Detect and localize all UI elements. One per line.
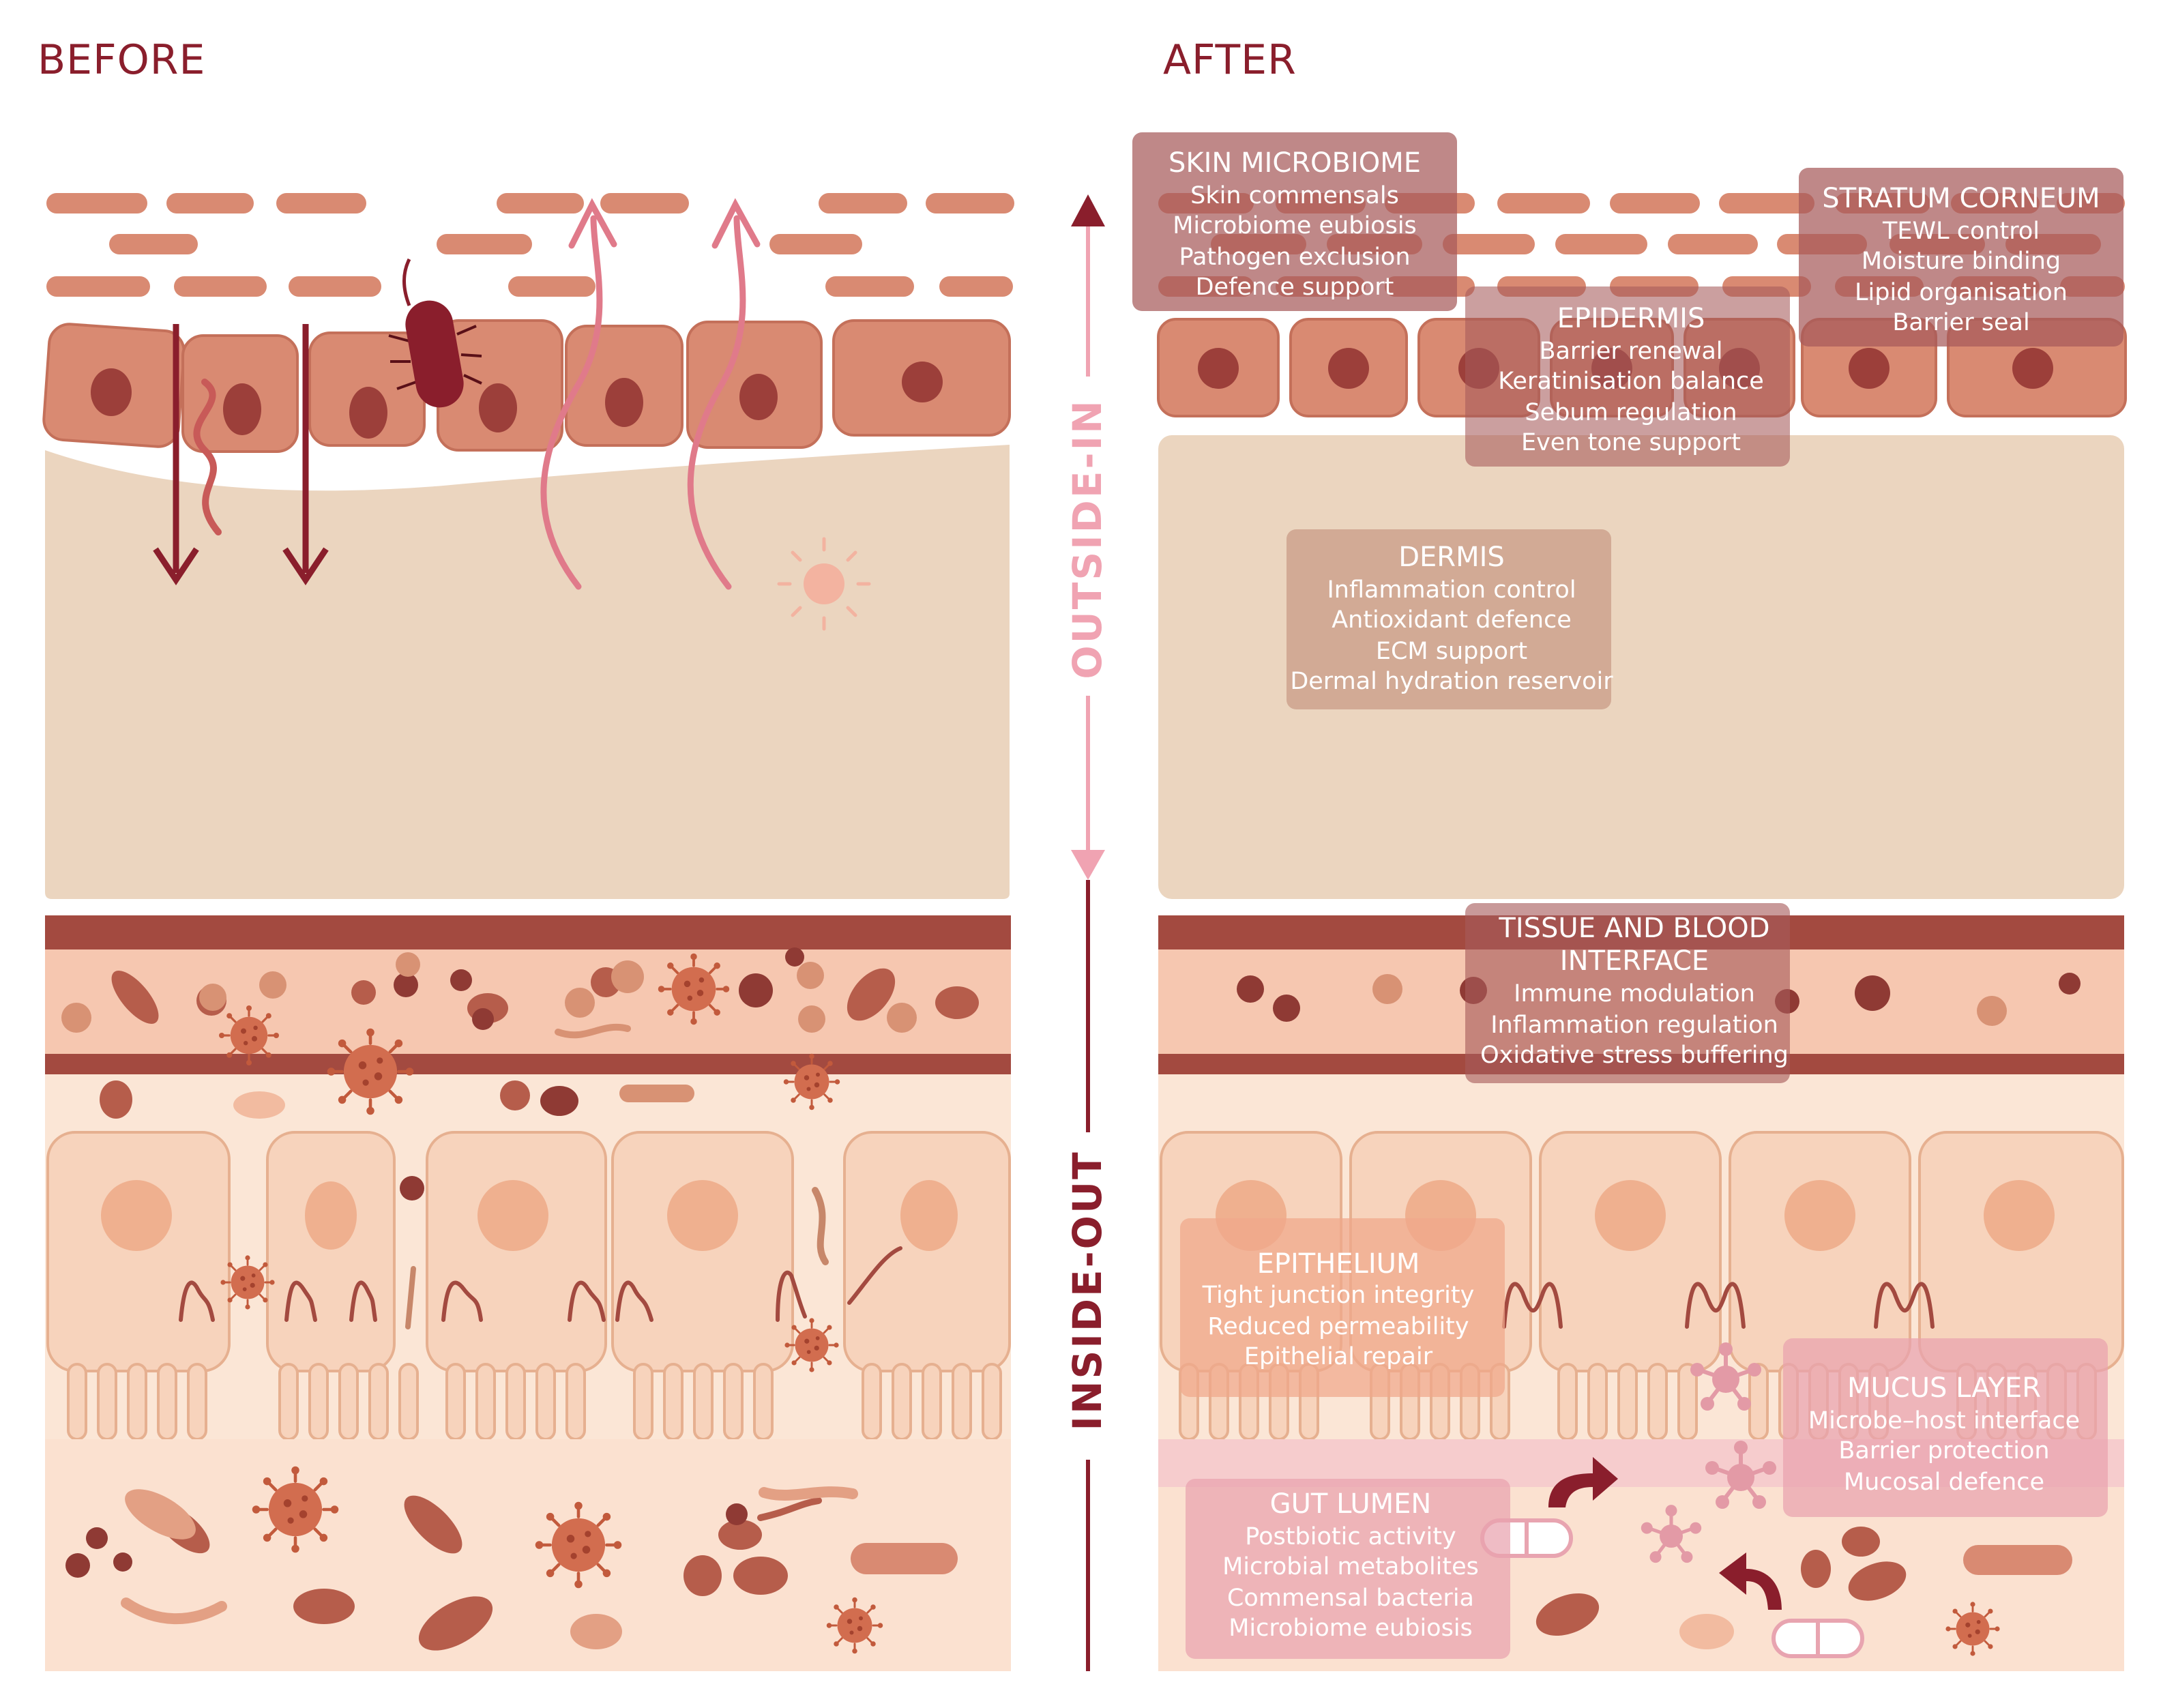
mucus-layer-item: Microbe–host interface — [1808, 1407, 2080, 1434]
before-epidermis — [42, 319, 1011, 453]
epidermis-title: EPIDERMIS — [1557, 303, 1705, 334]
dermis-item: Inflammation control — [1327, 576, 1576, 604]
epithelium-item: Epithelial repair — [1244, 1343, 1433, 1370]
epidermis-item: Keratinisation balance — [1498, 368, 1764, 395]
before-lumen-microbes — [65, 1486, 958, 1651]
before-nuclei — [101, 1180, 958, 1251]
translocating-bacterium — [400, 1176, 424, 1201]
inside-out-label: INSIDE-OUT — [1064, 1150, 1111, 1430]
center-axis: OUTSIDE-IN INSIDE-OUT — [1064, 194, 1111, 1671]
stratum-corneum-item: Barrier seal — [1892, 309, 2029, 336]
inward-damage-arrows — [153, 324, 329, 586]
before-stratum-corneum — [46, 193, 1014, 297]
label-gut-lumen: GUT LUMEN Postbiotic activity Microbial … — [1186, 1479, 1510, 1659]
gut-lumen-item: Microbial metabolites — [1222, 1553, 1479, 1580]
skin-microbiome-title: SKIN MICROBIOME — [1168, 147, 1421, 179]
dermis-item: ECM support — [1376, 638, 1527, 665]
label-epidermis: EPIDERMIS Barrier renewal Keratinisation… — [1465, 286, 1790, 467]
gut-lumen-title: GUT LUMEN — [1270, 1488, 1432, 1520]
epithelium-item: Tight junction integrity — [1202, 1282, 1475, 1309]
skin-microbiome-item: Microbiome eubiosis — [1173, 212, 1417, 239]
gap-debris — [405, 1266, 416, 1329]
label-epithelium: EPITHELIUM Tight junction integrity Redu… — [1180, 1218, 1505, 1397]
arrow-icon — [1548, 1457, 1782, 1610]
bacterium-icon — [388, 258, 482, 408]
mucus-layer-item: Mucosal defence — [1844, 1469, 2044, 1496]
label-skin-microbiome: SKIN MICROBIOME Skin commensals Microbio… — [1132, 132, 1457, 311]
sun-icon — [777, 537, 871, 631]
before-header: BEFORE — [38, 36, 205, 84]
stratum-corneum-item: Lipid organisation — [1855, 279, 2068, 306]
skin-microbiome-item: Pathogen exclusion — [1179, 244, 1410, 271]
gut-lumen-item: Postbiotic activity — [1245, 1523, 1456, 1550]
epidermis-item: Barrier renewal — [1539, 338, 1722, 365]
skin-microbiome-item: Defence support — [1196, 274, 1394, 301]
sealed-tight-junctions — [1502, 1282, 1935, 1329]
label-stratum-corneum: STRATUM CORNEUM TEWL control Moisture bi… — [1799, 168, 2123, 347]
gut-lumen-item: Microbiome eubiosis — [1229, 1615, 1473, 1642]
virus-icon — [1944, 1600, 2001, 1658]
outside-in-arrowhead — [1071, 194, 1105, 226]
dermis-title: DERMIS — [1398, 542, 1505, 573]
stratum-corneum-item: Moisture binding — [1862, 248, 2061, 275]
outside-in-arrowhead-down — [1071, 850, 1105, 880]
outside-in-label: OUTSIDE-IN — [1064, 398, 1111, 679]
tissue-blood-item: Immune modulation — [1514, 980, 1755, 1007]
tissue-blood-title-line1: TISSUE AND BLOOD — [1498, 913, 1769, 944]
epidermis-item: Even tone support — [1521, 429, 1741, 456]
after-header: AFTER — [1163, 36, 1297, 84]
label-dermis: DERMIS Inflammation control Antioxidant … — [1287, 529, 1613, 709]
mucus-layer-item: Barrier protection — [1838, 1437, 2049, 1464]
stratum-corneum-item: TEWL control — [1882, 218, 2040, 245]
after-lumen-microbes — [1535, 1527, 2072, 1649]
irritant-squiggle — [193, 379, 222, 535]
before-epithelium — [46, 1131, 1011, 1372]
dermis-item: Dermal hydration reservoir — [1290, 668, 1613, 695]
mucus-layer-title: MUCUS LAYER — [1847, 1372, 2041, 1404]
before-dermis — [45, 445, 1010, 899]
before-epithelial-debris — [100, 1080, 694, 1119]
label-mucus-layer: MUCUS LAYER Microbe–host interface Barri… — [1783, 1338, 2108, 1517]
gut-lumen-item: Commensal bacteria — [1227, 1585, 1474, 1612]
gap-debris-worm — [812, 1187, 829, 1265]
label-tissue-blood-interface: TISSUE AND BLOOD INTERFACE Immune modula… — [1465, 903, 1790, 1083]
tissue-blood-item: Oxidative stress buffering — [1480, 1042, 1789, 1069]
stratum-corneum-title: STRATUM CORNEUM — [1822, 183, 2100, 214]
leaky-tight-junctions — [179, 1246, 902, 1322]
tissue-blood-item: Inflammation regulation — [1490, 1012, 1778, 1039]
epidermis-item: Sebum regulation — [1525, 399, 1737, 426]
epithelium-title: EPITHELIUM — [1257, 1248, 1420, 1280]
tissue-blood-title-line2: INTERFACE — [1560, 945, 1709, 977]
epithelium-item: Reduced permeability — [1207, 1313, 1469, 1340]
before-gut-wall — [45, 915, 1011, 1074]
dermis-item: Antioxidant defence — [1332, 606, 1572, 634]
water-loss-arrows — [540, 198, 761, 590]
skin-microbiome-item: Skin commensals — [1190, 182, 1399, 209]
before-panel — [42, 193, 1014, 1671]
